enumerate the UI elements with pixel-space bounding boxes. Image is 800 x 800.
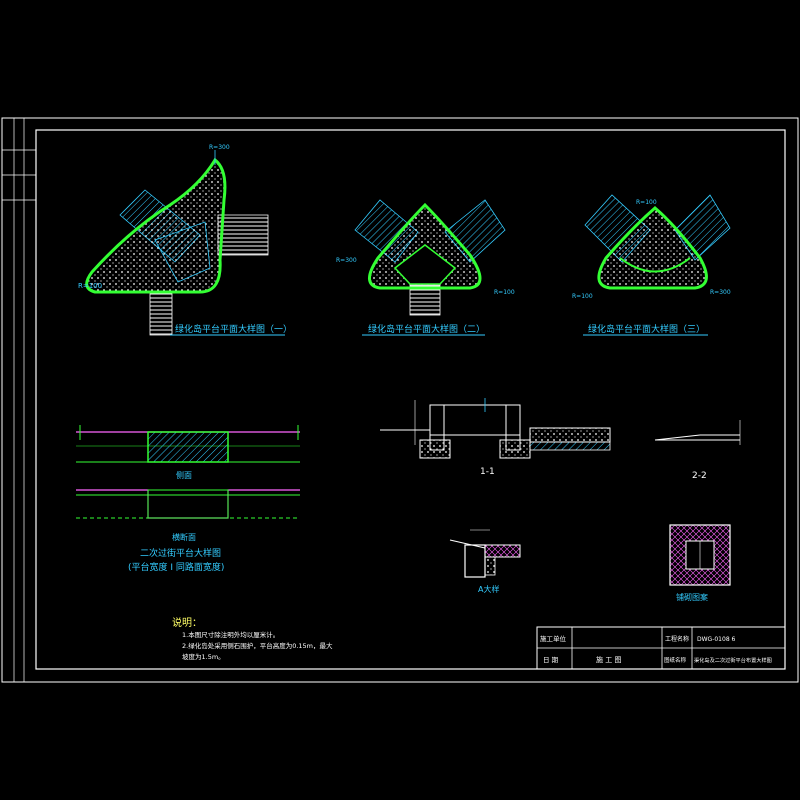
plan-1-top-dim: R=300 — [209, 144, 230, 151]
platform-elevation-label: 侧面 — [176, 470, 192, 480]
plan-1-radius-dim: R=100 — [78, 282, 102, 290]
plan-3-right-dim: R=300 — [710, 289, 731, 296]
title-block-construction: 施 工 图 — [596, 655, 621, 664]
plan-3-title: 绿化岛平台平面大样图（三） — [588, 323, 705, 335]
plan-2-right-dim: R=100 — [494, 289, 515, 296]
plan-1-title: 绿化岛平台平面大样图（一） — [175, 323, 292, 335]
plan-3-drawing — [584, 194, 731, 290]
section-1-1-label: 1-1 — [480, 467, 495, 477]
plan-2-title: 绿化岛平台平面大样图（二） — [368, 323, 485, 335]
title-block-date-label: 日 期 — [543, 656, 559, 664]
notes-line-2: 2.绿化岛处采用侧石围护，平台高度为0.15m，最大 — [182, 641, 333, 650]
title-block-name-label: 图纸名称 — [664, 656, 687, 664]
section-2-2-drawing — [654, 420, 741, 445]
title-block-drawing-no: DWG-0108 6 — [697, 636, 736, 643]
plan-2-left-dim: R=300 — [336, 257, 357, 264]
notes-heading: 说明： — [172, 616, 202, 629]
platform-drawing — [76, 425, 300, 519]
paving-pattern-label: 铺砌图案 — [676, 592, 708, 602]
section-1-1-drawing — [380, 398, 611, 459]
plan-1-drawing — [85, 150, 269, 336]
plan-3-top-dim: R=100 — [636, 199, 657, 206]
sheet-frame — [1, 117, 799, 683]
title-block-project-label: 工程名称 — [665, 635, 689, 643]
paving-pattern-drawing — [669, 524, 731, 586]
platform-title-line2: (平台宽度 I 同路面宽度) — [128, 561, 224, 573]
section-2-2-label: 2-2 — [692, 471, 707, 481]
platform-plan-label: 横断面 — [172, 532, 196, 542]
platform-title-line1: 二次过街平台大样图 — [140, 547, 221, 559]
notes-line-3: 坡度为1.5m。 — [182, 652, 225, 661]
title-block-drawing-name: 渠化岛及二次过街平台布置大样图 — [694, 656, 772, 664]
title-block-unit-label: 施工单位 — [540, 634, 567, 643]
notes-line-1: 1.本图尺寸除注明外均以厘米计。 — [182, 630, 279, 639]
plan-3-left-dim: R=100 — [572, 293, 593, 300]
notes-block: 说明： 1.本图尺寸除注明外均以厘米计。 2.绿化岛处采用侧石围护，平台高度为0… — [172, 616, 333, 661]
detail-a-drawing — [449, 529, 521, 578]
plan-2-drawing — [354, 199, 506, 316]
detail-a-label: A大样 — [478, 584, 499, 594]
title-block — [536, 626, 786, 670]
